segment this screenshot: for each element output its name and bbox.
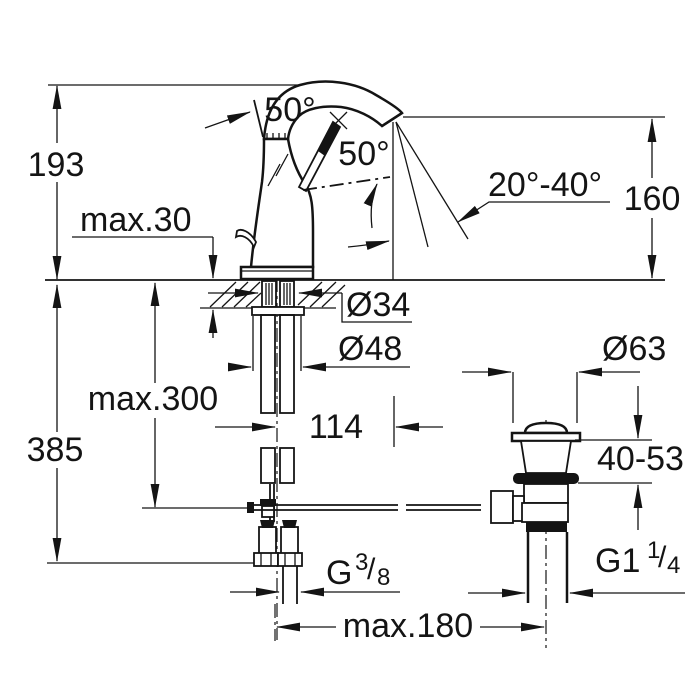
connection-nut-left <box>253 552 279 567</box>
spray-angle-lines <box>395 121 469 248</box>
dimension-g114: G1 1 / 4 <box>468 537 685 598</box>
supply-hose-right-upper <box>279 314 295 414</box>
waste-knob-dome <box>523 421 569 435</box>
dim-handle-swing-label: 50° <box>264 91 315 129</box>
waste-thread-slash: / <box>658 541 667 574</box>
dim-waste-flange-diameter-label: Ø63 <box>602 330 666 368</box>
spout-outlet-face <box>381 111 403 128</box>
dimension-40-53: 40-53 <box>575 386 684 530</box>
supply-hose-left-upper <box>260 314 276 414</box>
body-top-ticks <box>266 133 286 139</box>
dim-clamping-range-label: 40-53 <box>597 440 684 478</box>
dimension-193: 193 <box>28 85 85 280</box>
faucet-body <box>249 137 315 269</box>
popup-waste-assembly <box>490 420 582 648</box>
dim-total-height-label: 385 <box>27 431 84 469</box>
waste-flange <box>510 431 582 443</box>
dim-overall-height-label: 193 <box>28 146 85 184</box>
dimension-114: 114 <box>215 396 443 447</box>
dimension-max30: max.30 <box>72 201 218 338</box>
dimension-max300: max.300 <box>88 282 218 508</box>
rod-clamp-body <box>261 505 275 518</box>
threaded-tube <box>282 566 298 604</box>
dimension-g38: G 3 / 8 <box>230 549 400 597</box>
handle-horizontal-position-line <box>302 176 391 191</box>
fitting-braid-right <box>280 526 299 555</box>
waste-neck <box>519 440 573 474</box>
underdeck-assembly <box>247 280 481 604</box>
dimension-max180: max.180 <box>274 604 545 645</box>
connection-nut-right <box>277 552 303 567</box>
cartridge-dashes <box>267 153 289 187</box>
supply-thread-prefix: G <box>326 554 352 592</box>
dimension-dia48: Ø48 <box>228 316 410 372</box>
dimension-dia34: Ø34 <box>208 286 412 324</box>
dim-base-diameter-label: Ø48 <box>338 330 402 368</box>
nut-flat-lines <box>260 553 296 566</box>
supply-thread-slash: / <box>367 553 376 586</box>
supply-thread-denominator: 8 <box>377 564 390 591</box>
waste-thread-numerator: 1 <box>647 537 660 564</box>
horizontal-rod-right <box>406 504 481 511</box>
waste-seal-ring <box>513 473 579 484</box>
dim-spout-height-label: 160 <box>624 180 681 218</box>
faucet-body-group <box>234 80 404 281</box>
hose-crimp-left <box>260 520 275 528</box>
handle-lever-grip <box>318 122 340 156</box>
rod-clamp-top <box>260 499 276 506</box>
waste-tailpipe <box>526 532 569 603</box>
dimension-dia63: Ø63 <box>462 330 666 423</box>
knurled-adjuster-knob <box>490 490 514 524</box>
waste-collar <box>526 522 567 532</box>
waste-thread-denominator: 4 <box>667 552 680 579</box>
dim-deck-thickness-label: max.30 <box>80 201 192 239</box>
dim-spray-angle-label: 20°-40° <box>488 166 602 204</box>
dim-hole-diameter-label: Ø34 <box>346 286 410 324</box>
waste-thread-prefix: G1 <box>595 542 640 580</box>
dim-spout-reach-label: 114 <box>309 408 363 446</box>
rod-end-cap <box>247 502 254 513</box>
mounting-washer <box>251 306 305 316</box>
horizontal-rod-left <box>254 504 398 511</box>
dimension-160: 160 <box>624 118 681 279</box>
waste-lower-body <box>521 502 569 523</box>
dimension-50-top: 50° <box>204 91 316 129</box>
popup-pull-lever <box>234 229 257 250</box>
tailpiece-threads <box>265 283 291 305</box>
base-flange <box>239 265 315 281</box>
hose-fittings <box>253 520 303 604</box>
waste-upper-body <box>523 483 569 504</box>
popup-rod-assembly <box>247 484 481 522</box>
handle-pivot-x-marker <box>329 111 348 130</box>
fitting-braid-left <box>258 526 277 555</box>
supply-hose-left-lower <box>260 447 276 484</box>
dim-drain-distance-label: max.180 <box>343 607 473 645</box>
supply-hose-right-lower <box>279 447 295 484</box>
supply-thread-numerator: 3 <box>355 549 368 576</box>
dimension-20-40: 20°-40° <box>457 166 610 223</box>
dim-handle-lift-label: 50° <box>338 135 389 173</box>
dimension-385: 385 <box>27 284 84 562</box>
dim-hose-length-label: max.300 <box>88 380 218 418</box>
handle-up-position-line <box>253 99 264 138</box>
dimension-50-side: 50° <box>338 135 390 251</box>
hose-crimp-right <box>282 520 297 528</box>
